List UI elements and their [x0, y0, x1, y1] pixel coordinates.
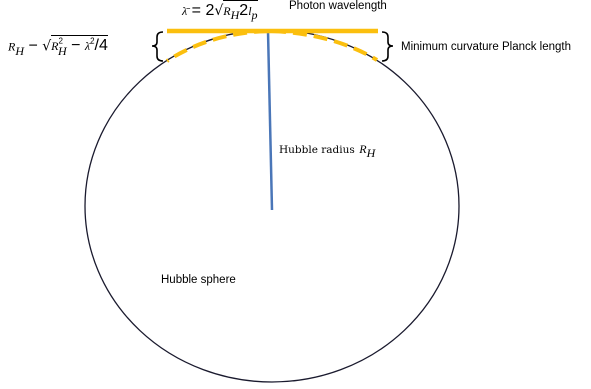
right-brace: [381, 31, 394, 62]
hubble-radius-label: Hubble radius RH: [279, 142, 376, 161]
wavelength-formula: λ̄ = 2√RH2lp: [182, 0, 258, 23]
hubble-radius-text: Hubble radius: [279, 144, 355, 156]
left-brace: [151, 31, 164, 62]
hubble-sphere-label: Hubble sphere: [161, 274, 236, 286]
curvature-arc-right: [271, 29, 379, 62]
photon-wavelength-label: Photon wavelength: [289, 0, 387, 12]
sagitta-formula: RH − √R2H − λ̄2/4: [8, 35, 108, 58]
curvature-arc-left: [165, 29, 269, 63]
hubble-radius-line: [266, 30, 274, 211]
min-curvature-label: Minimum curvature Planck length: [401, 41, 572, 53]
